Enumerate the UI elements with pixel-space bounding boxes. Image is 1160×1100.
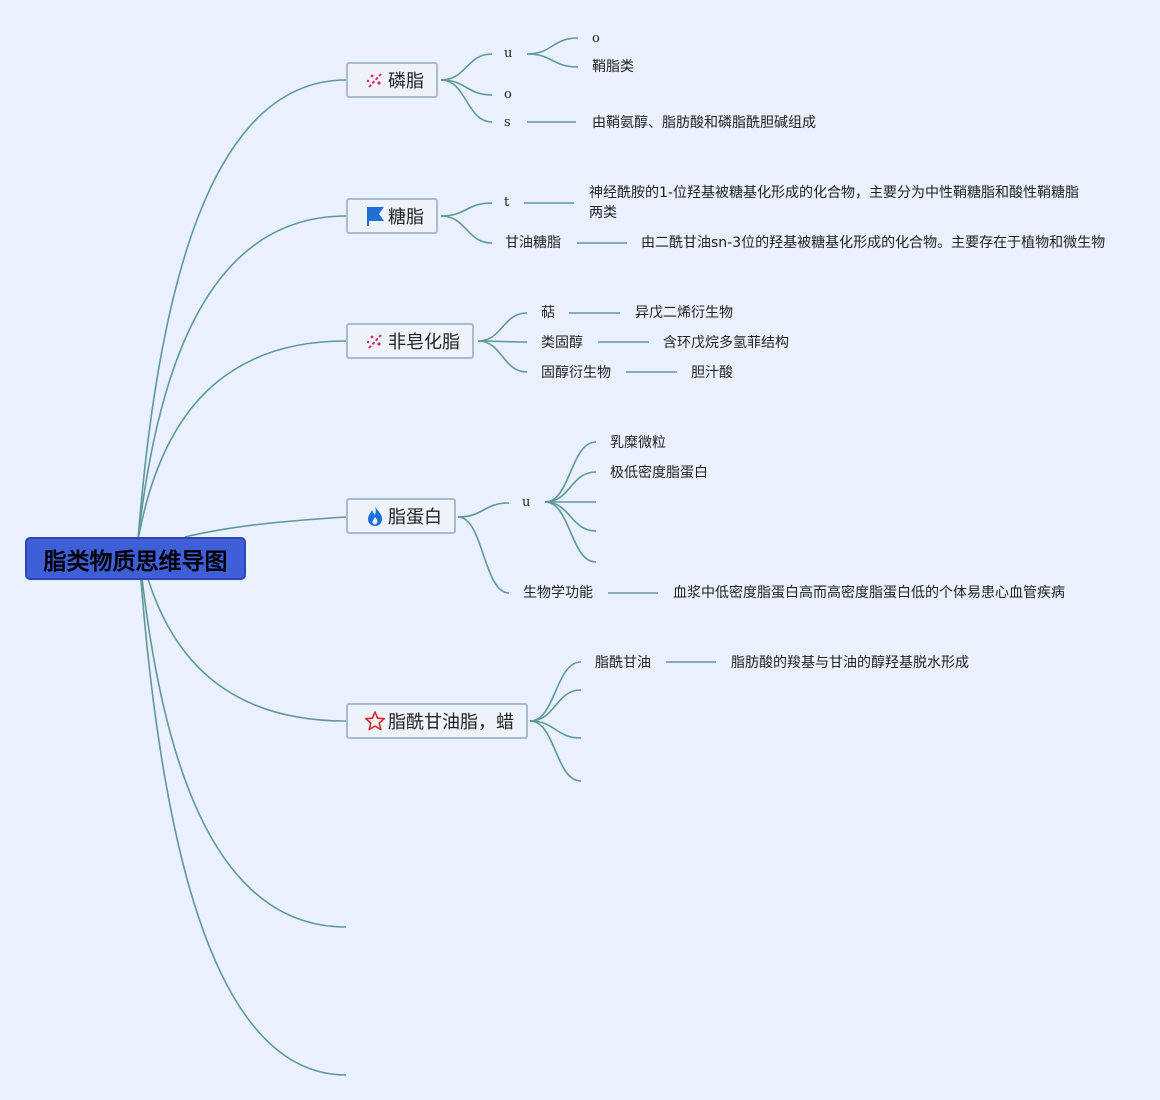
- link-triglyceride-child-2: [529, 720, 582, 739]
- phospholipid-sub-s[interactable]: s: [504, 115, 511, 130]
- link-root-empty-2: [137, 539, 347, 1076]
- link-nonsap-terpene: [477, 312, 528, 342]
- glyceroglycolipid-desc[interactable]: 由二酰甘油sn-3位的羟基被糖基化形成的化合物。主要存在于植物和微生物: [641, 235, 1106, 251]
- link-lipoprotein-u: [457, 502, 510, 518]
- flag-icon: [364, 205, 386, 227]
- node-glycolipid-label: 糖脂: [388, 207, 424, 228]
- link-phospholipid-s: [440, 79, 493, 123]
- glycolipid-sub-t[interactable]: t: [504, 195, 510, 210]
- link-lipoprotein-u-child-4: [544, 501, 597, 563]
- phospholipid-sub-s-desc[interactable]: 由鞘氨醇、脂肪酸和磷脂酰胆碱组成: [592, 115, 816, 131]
- phospholipid-sub-u-child-o[interactable]: o: [592, 31, 600, 46]
- star-icon: [364, 710, 386, 732]
- steroid[interactable]: 类固醇: [541, 335, 583, 351]
- root-title: 脂类物质思维导图: [43, 548, 228, 575]
- link-triglyceride-child-3: [529, 720, 582, 782]
- lipoprotein-sub-u[interactable]: u: [522, 495, 531, 510]
- acylglycerol[interactable]: 脂酰甘油: [595, 655, 651, 671]
- node-phospholipid-label: 磷脂: [388, 71, 424, 92]
- link-lipoprotein-u-child-3: [544, 501, 597, 532]
- node-triglyceride[interactable]: 脂酰甘油脂，蜡: [346, 703, 528, 739]
- acylglycerol-desc[interactable]: 脂肪酸的羧基与甘油的醇羟基脱水形成: [731, 655, 969, 671]
- sterol-derivative-desc[interactable]: 胆汁酸: [691, 365, 733, 381]
- node-glycolipid[interactable]: 糖脂: [346, 198, 438, 234]
- link-lipoprotein-u-child-1: [544, 471, 597, 503]
- link-triglyceride-child-0: [529, 661, 582, 722]
- bio-function[interactable]: 生物学功能: [523, 585, 593, 601]
- glycolipid-sub-t-desc[interactable]: 神经酰胺的1-位羟基被糖基化形成的化合物，主要分为中性鞘糖脂和酸性鞘糖脂两类: [589, 185, 1079, 221]
- link-triglyceride-child-1: [529, 689, 582, 722]
- sparkle-icon: [364, 69, 386, 91]
- node-phospholipid[interactable]: 磷脂: [346, 62, 438, 98]
- link-root-glycolipid: [137, 215, 347, 541]
- link-glycolipid-glycero: [440, 215, 493, 244]
- vldl[interactable]: 极低密度脂蛋白: [610, 465, 708, 481]
- chylomicron[interactable]: 乳糜微粒: [610, 435, 666, 451]
- link-lipoprotein-u-child-0: [544, 441, 597, 503]
- phospholipid-sphingolipids[interactable]: 鞘脂类: [592, 59, 634, 75]
- link-nonsap-sterol: [477, 340, 528, 373]
- link-root-phospholipid: [137, 79, 347, 541]
- node-triglyceride-label: 脂酰甘油脂，蜡: [388, 712, 514, 733]
- phospholipid-sub-u[interactable]: u: [504, 46, 513, 61]
- glyceroglycolipid[interactable]: 甘油糖脂: [505, 235, 561, 251]
- link-root-empty-1: [137, 539, 347, 928]
- node-nonsaponifiable[interactable]: 非皂化脂: [346, 323, 474, 359]
- sterol-derivative[interactable]: 固醇衍生物: [541, 365, 611, 381]
- root-node[interactable]: 脂类物质思维导图: [25, 537, 246, 580]
- link-lipoprotein-function: [457, 516, 510, 594]
- node-lipoprotein-label: 脂蛋白: [388, 507, 442, 528]
- link-u-o: [526, 37, 579, 55]
- link-root-nonsaponifiable: [137, 340, 347, 541]
- link-root-lipoprotein: [184, 516, 347, 538]
- bio-function-desc[interactable]: 血浆中低密度脂蛋白高而高密度脂蛋白低的个体易患心血管疾病: [673, 585, 1065, 601]
- link-glycolipid-t: [440, 202, 493, 217]
- link-u-sphingolipids: [526, 53, 579, 68]
- node-nonsaponifiable-label: 非皂化脂: [388, 332, 460, 353]
- fire-icon: [364, 505, 386, 527]
- terpene[interactable]: 萜: [541, 305, 555, 321]
- steroid-desc[interactable]: 含环戊烷多氢菲结构: [663, 335, 789, 351]
- link-phospholipid-u: [440, 53, 493, 81]
- phospholipid-sub-o[interactable]: o: [504, 87, 512, 102]
- terpene-desc[interactable]: 异戊二烯衍生物: [635, 305, 733, 321]
- node-lipoprotein[interactable]: 脂蛋白: [346, 498, 456, 534]
- sparkle-icon: [364, 330, 386, 352]
